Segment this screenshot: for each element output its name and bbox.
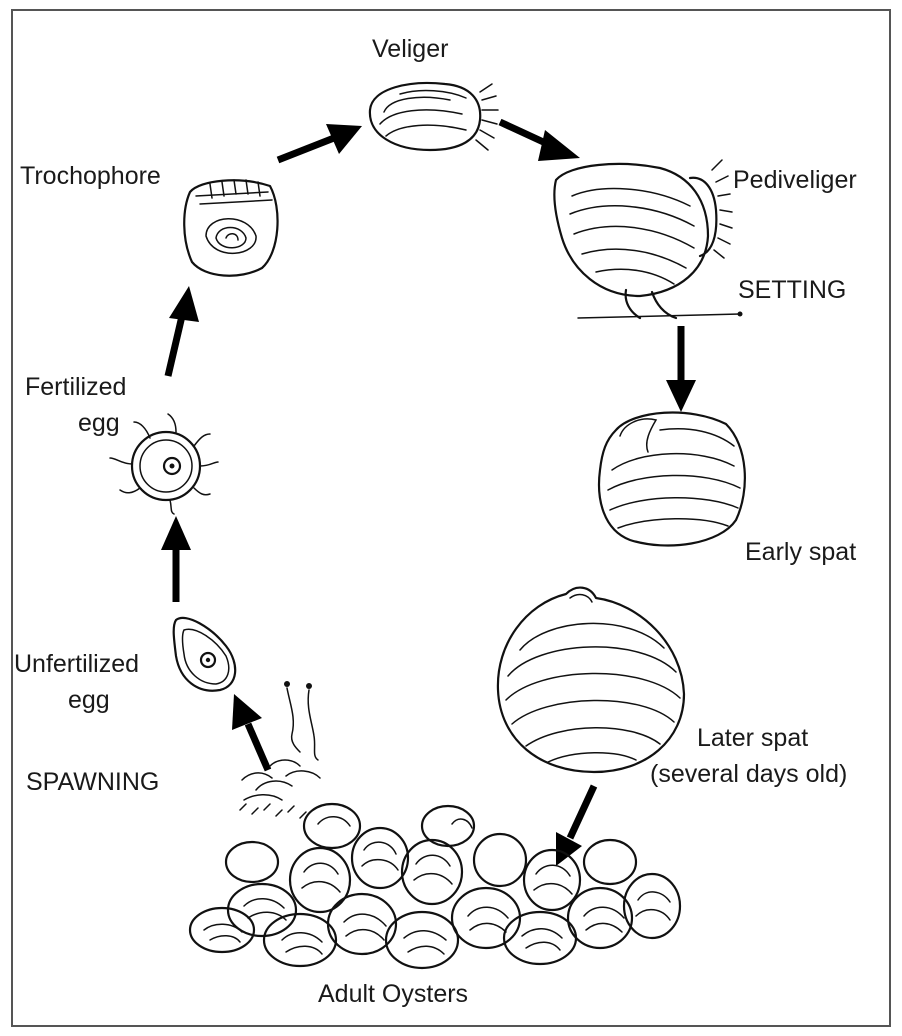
arrow-trochophore-to-veliger xyxy=(276,124,362,164)
label-early-spat: Early spat xyxy=(745,538,856,566)
label-spawning: SPAWNING xyxy=(26,768,159,796)
label-fertilized-egg-line1: Fertilized xyxy=(25,373,126,401)
arrow-setting-to-early-spat xyxy=(666,326,696,412)
label-later-spat-line1: Later spat xyxy=(697,724,808,752)
adult-oysters-drawing xyxy=(188,802,682,970)
diagram-frame xyxy=(11,9,891,1027)
label-fertilized-egg-line2: egg xyxy=(78,409,120,437)
label-trochophore: Trochophore xyxy=(20,162,161,190)
label-pediveliger: Pediveliger xyxy=(733,166,857,194)
arrow-adults-to-unfertilized-egg xyxy=(232,694,272,772)
label-unfertilized-egg-line2: egg xyxy=(68,686,110,714)
arrow-later-spat-to-adults xyxy=(556,784,598,866)
pediveliger-drawing xyxy=(553,159,743,320)
later-spat-drawing xyxy=(496,586,686,774)
arrow-fertilized-egg-to-trochophore xyxy=(164,286,199,377)
early-spat-drawing xyxy=(597,411,746,547)
arrow-veliger-to-pediveliger xyxy=(498,118,580,161)
sperm-squiggles xyxy=(284,681,319,761)
fertilized-egg-drawing xyxy=(109,413,219,515)
trochophore-drawing xyxy=(183,179,279,277)
arrow-unfertilized-to-fertilized-egg xyxy=(161,516,191,602)
veliger-drawing xyxy=(368,81,499,152)
label-veliger: Veliger xyxy=(372,35,448,63)
spawning-cloud xyxy=(239,759,321,819)
label-adult-oysters: Adult Oysters xyxy=(318,980,468,1008)
unfertilized-egg-drawing xyxy=(172,616,237,692)
label-setting: SETTING xyxy=(738,276,846,304)
label-unfertilized-egg-line1: Unfertilized xyxy=(14,650,139,678)
label-later-spat-line2: (several days old) xyxy=(650,760,847,788)
